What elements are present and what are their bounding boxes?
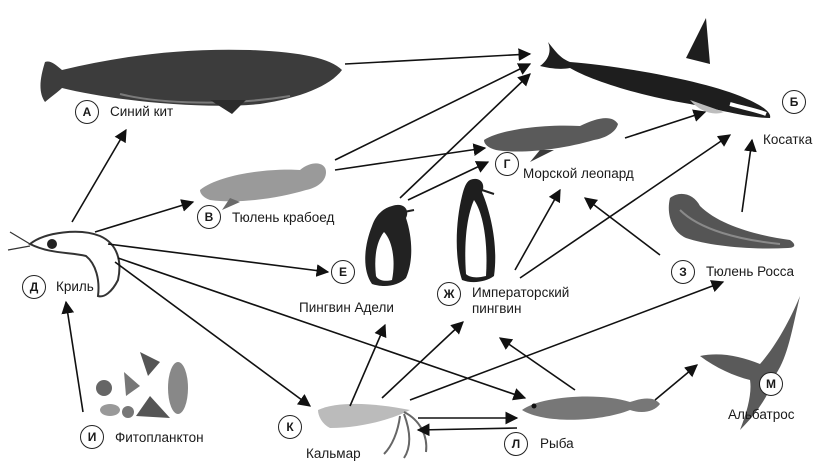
badge-zh: Ж bbox=[437, 282, 461, 306]
badge-d: Д bbox=[22, 275, 46, 299]
arrow-z-to-g bbox=[583, 197, 661, 256]
label-leopard-seal: Морской леопард bbox=[523, 166, 634, 181]
arrow-d-to-v bbox=[94, 199, 195, 233]
arrow-z-to-b bbox=[741, 138, 757, 213]
arrow-l-to-k bbox=[416, 423, 518, 437]
arrow-g-to-b bbox=[624, 109, 707, 139]
phytoplankton-icon bbox=[96, 352, 188, 418]
arrow-e-to-g bbox=[407, 161, 490, 201]
badge-m: М bbox=[759, 372, 783, 396]
arrow-e-to-b bbox=[399, 73, 531, 199]
arrow-v-to-b bbox=[334, 63, 532, 161]
arrow-zh-to-b bbox=[519, 134, 732, 279]
label-emperor-penguin-line2: пингвин bbox=[472, 301, 522, 316]
fish-icon bbox=[522, 396, 660, 420]
leopard-seal-icon bbox=[484, 118, 618, 162]
label-krill: Криль bbox=[56, 279, 94, 294]
krill-icon bbox=[7, 230, 121, 298]
arrow-d-to-a bbox=[71, 128, 127, 223]
label-phytoplankton: Фитопланктон bbox=[115, 430, 204, 445]
badge-g: Г bbox=[495, 152, 519, 176]
label-emperor-penguin-line1: Императорский bbox=[472, 285, 570, 300]
arrow-k-to-z bbox=[409, 280, 725, 401]
arrow-v-to-g bbox=[334, 143, 487, 171]
label-orca: Косатка bbox=[763, 132, 813, 147]
emperor-penguin-icon bbox=[456, 178, 496, 283]
label-ross-seal: Тюлень Росса bbox=[706, 264, 795, 279]
arrow-l-to-zh bbox=[498, 337, 576, 391]
albatross-icon bbox=[700, 296, 800, 430]
badge-l: Л bbox=[504, 432, 528, 456]
blue-whale-icon bbox=[40, 49, 342, 114]
arrow-d-to-l bbox=[117, 257, 527, 401]
crabeater-seal-icon bbox=[200, 163, 326, 210]
badge-k: К bbox=[278, 415, 302, 439]
adelie-penguin-icon bbox=[365, 204, 415, 286]
arrow-d-to-k bbox=[114, 261, 312, 407]
label-adelie-penguin: Пингвин Адели bbox=[299, 300, 394, 315]
badge-a: А bbox=[75, 100, 99, 124]
orca-icon bbox=[540, 18, 771, 118]
label-squid: Кальмар bbox=[306, 446, 361, 461]
squid-icon bbox=[318, 403, 428, 459]
arrow-l-to-m bbox=[654, 364, 698, 401]
label-blue-whale: Синий кит bbox=[110, 104, 174, 119]
badge-i: И bbox=[80, 425, 104, 449]
arrow-d-to-e bbox=[107, 243, 330, 277]
ross-seal-icon bbox=[668, 193, 795, 249]
arrow-i-to-d bbox=[61, 300, 84, 413]
arrow-k-to-zh bbox=[381, 321, 464, 399]
label-crabeater-seal: Тюлень крабоед bbox=[232, 210, 335, 225]
arrow-k-to-e bbox=[349, 323, 387, 407]
arrow-zh-to-g bbox=[514, 188, 561, 271]
label-albatross: Альбатрос bbox=[728, 407, 795, 422]
badge-z: З bbox=[671, 260, 695, 284]
label-fish: Рыба bbox=[540, 436, 574, 451]
arrow-a-to-b bbox=[344, 48, 532, 65]
badge-v: В bbox=[197, 205, 221, 229]
badge-b: Б bbox=[782, 90, 806, 114]
badge-e: Е bbox=[331, 260, 355, 284]
